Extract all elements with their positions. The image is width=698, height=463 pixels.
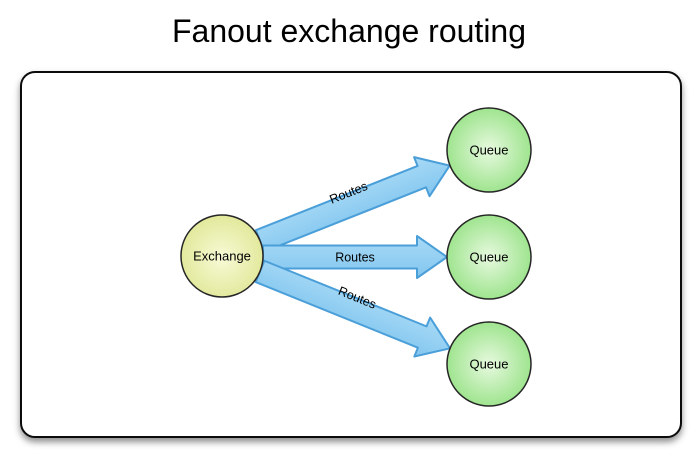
route-label: Routes <box>335 251 375 265</box>
exchange-label: Exchange <box>193 249 251 264</box>
queue-node-middle: Queue <box>446 214 532 300</box>
route-arrow-middle: Routes <box>262 235 448 279</box>
queue-circle <box>446 321 532 407</box>
route-arrow-shape <box>262 235 448 279</box>
route-arrow-shape <box>254 156 451 253</box>
queue-circle <box>446 214 532 300</box>
diagram-panel: Routes Routes Routes Exchange Queue <box>20 71 682 438</box>
queue-node-top: Queue <box>446 107 532 193</box>
queue-label: Queue <box>469 143 508 158</box>
queue-label: Queue <box>469 250 508 265</box>
page-title: Fanout exchange routing <box>171 13 527 49</box>
exchange-node: Exchange <box>180 214 264 298</box>
diagram-svg: Routes Routes Routes Exchange Queue <box>180 107 532 407</box>
exchange-circle <box>180 214 264 298</box>
queue-label: Queue <box>469 357 508 372</box>
queue-circle <box>446 107 532 193</box>
queue-node-bottom: Queue <box>446 321 532 407</box>
route-arrow-shape <box>254 259 452 358</box>
